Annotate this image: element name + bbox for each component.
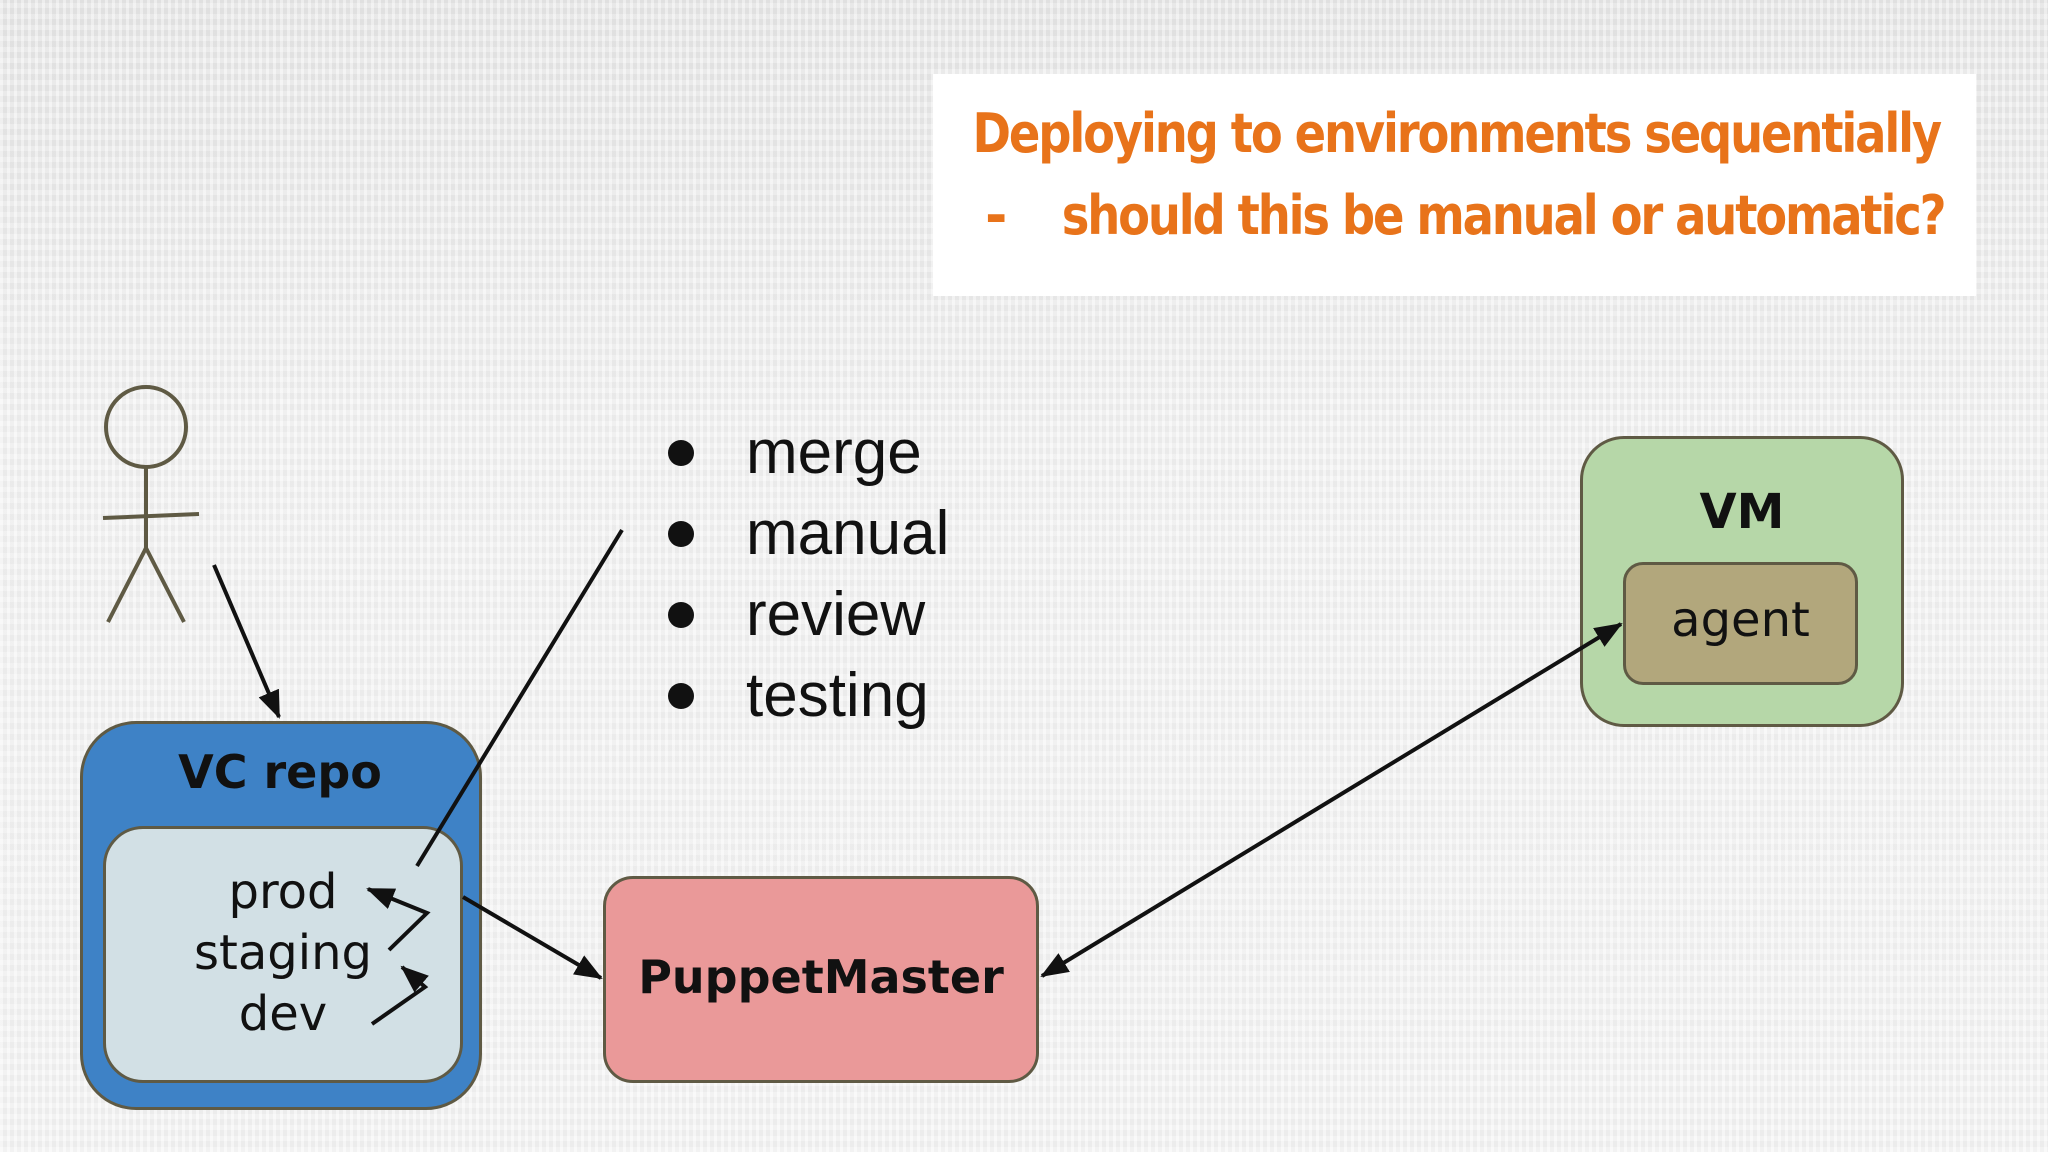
vc-repo-title: VC repo	[178, 745, 382, 799]
stick-figure-icon	[102, 385, 200, 623]
agent-box	[1623, 562, 1858, 685]
branch-dev: dev	[238, 986, 328, 1042]
bullet-dot	[668, 440, 694, 466]
branch-prod: prod	[228, 864, 338, 920]
title-line-2: should this be manual or automatic?	[1061, 184, 1946, 247]
repo-to-puppetmaster-arrow	[461, 895, 603, 980]
dev-to-staging-arrow	[370, 965, 429, 1026]
branch-staging: staging	[194, 925, 372, 981]
puppetmaster-box	[603, 876, 1039, 1083]
bullet-dot	[668, 602, 694, 628]
bullet-item: review	[660, 574, 949, 655]
bullet-text: review	[746, 580, 926, 649]
bullet-item: manual	[660, 493, 949, 574]
title-box: Deploying to environments sequentially -…	[933, 74, 1976, 296]
puppetmaster-label: PuppetMaster	[638, 950, 1004, 1004]
staging-to-prod-arrow	[366, 887, 431, 952]
bullet-text: manual	[746, 499, 950, 568]
agent-label: agent	[1671, 592, 1810, 648]
process-bullet-list: merge manual review testing	[660, 412, 949, 736]
bullets-to-branches-line	[415, 528, 624, 868]
bullet-item: merge	[660, 412, 949, 493]
bullet-dot	[668, 521, 694, 547]
title-dash: -	[985, 184, 1008, 247]
bullet-text: merge	[746, 418, 922, 487]
bullet-dot	[668, 683, 694, 709]
puppetmaster-agent-arrow	[1040, 622, 1623, 978]
bullet-text: testing	[746, 661, 929, 730]
title-line-1: Deploying to environments sequentially	[972, 102, 1943, 165]
branches-box	[103, 826, 463, 1083]
bullet-item: testing	[660, 655, 949, 736]
vm-label: VM	[1699, 484, 1785, 540]
user-to-repo-arrow	[212, 564, 281, 719]
